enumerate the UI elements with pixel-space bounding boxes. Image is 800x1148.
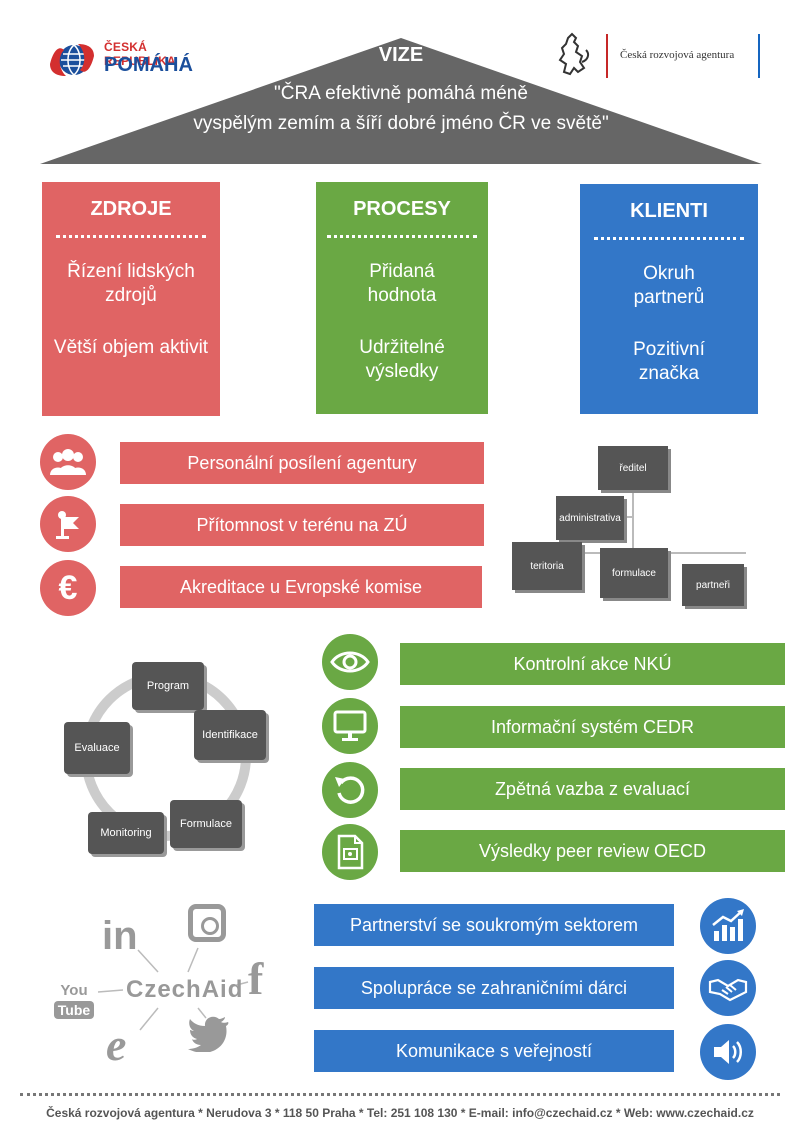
facebook-icon: f: [248, 953, 264, 1004]
bar-private-sector: Partnerství se soukromým sektorem: [314, 904, 674, 946]
bar-cedr: Informační systém CEDR: [400, 706, 785, 748]
logo-red-divider: [606, 34, 608, 78]
cycle-formulation: Formulace: [170, 800, 242, 848]
org-chart: ředitel administrativa teritoria formula…: [502, 440, 782, 620]
org-formulation: formulace: [600, 548, 668, 598]
ceska-republika-pomaha-logo: ČESKÁ REPUBLIKA POMÁHÁ: [36, 32, 196, 92]
pillar-klienti: KLIENTI Okruh partnerů Pozitivní značka: [580, 184, 758, 414]
dotted-divider: [594, 237, 744, 240]
document-icon: [322, 824, 378, 880]
youtube-top-text: You: [60, 982, 88, 999]
people-icon: [40, 434, 96, 490]
globe-hands-icon: [50, 44, 94, 76]
pillar-item: Okruh partnerů: [633, 263, 705, 308]
handshake-icon: [700, 960, 756, 1016]
org-administration: administrativa: [556, 496, 624, 540]
pillar-zdroje: ZDROJE Řízení lidských zdrojů Větší obje…: [42, 182, 220, 416]
org-partners: partneři: [682, 564, 744, 606]
pillar-item: Udržitelné výsledky: [359, 337, 445, 382]
cycle-monitoring: Monitoring: [88, 812, 164, 854]
social-media-cluster: in CzechAid f You Tube e: [48, 900, 288, 1080]
brand-bottom-text: POMÁHÁ: [104, 54, 193, 76]
twitter-icon: [188, 1016, 229, 1052]
vision-roof: [40, 38, 762, 164]
pillar-title: KLIENTI: [630, 200, 708, 222]
footer-contact: Česká rozvojová agentura * Nerudova 3 * …: [46, 1106, 754, 1120]
brand-top-text: ČESKÁ REPUBLIKA: [104, 40, 176, 68]
pillar-item: Přidaná hodnota: [367, 261, 437, 306]
speaker-icon: [700, 1024, 756, 1080]
pillar-title: PROCESY: [353, 198, 451, 220]
pillar-item: Větší objem aktivit: [53, 337, 209, 358]
flag-icon: [40, 496, 96, 552]
bar-presence: Přítomnost v terénu na ZÚ: [120, 504, 484, 546]
bar-peer-review: Výsledky peer review OECD: [400, 830, 785, 872]
dotted-divider: [56, 235, 206, 238]
pillar-procesy: PROCESY Přidaná hodnota Udržitelné výsle…: [316, 182, 488, 414]
agency-name: Česká rozvojová agentura: [620, 49, 735, 61]
instagram-icon: [188, 904, 226, 942]
youtube-bottom-text: Tube: [54, 1001, 94, 1019]
cycle-program: Program: [132, 662, 204, 710]
cycle-evaluation: Evaluace: [64, 722, 130, 774]
lion-emblem-icon: [558, 32, 590, 76]
org-territories: teritoria: [512, 542, 582, 590]
bar-accreditation: Akreditace u Evropské komise: [120, 566, 482, 608]
linkedin-icon: in: [102, 914, 138, 958]
project-cycle: Program Identifikace Formulace Monitorin…: [50, 650, 270, 860]
chart-icon: [700, 898, 756, 954]
czechaid-text: CzechAid: [126, 976, 244, 1003]
logo-blue-divider: [758, 34, 760, 78]
bar-public-communication: Komunikace s veřejností: [314, 1030, 674, 1072]
refresh-icon: [322, 762, 378, 818]
pillar-item: Řízení lidských zdrojů: [67, 261, 195, 306]
bar-nku: Kontrolní akce NKÚ: [400, 643, 785, 685]
cycle-identification: Identifikace: [194, 710, 266, 760]
euro-icon: €: [40, 560, 96, 616]
vision-title: VIZE: [378, 44, 424, 66]
org-director: ředitel: [598, 446, 668, 490]
bar-evaluations: Zpětná vazba z evaluací: [400, 768, 785, 810]
ie-icon: e: [106, 1019, 127, 1070]
footer-divider: [20, 1093, 780, 1096]
dotted-divider: [327, 235, 477, 238]
bar-personal: Personální posílení agentury: [120, 442, 484, 484]
czech-development-agency-logo: Česká rozvojová agentura: [548, 32, 768, 82]
vision-line-1: "ČRA efektivně pomáhá méně: [274, 83, 528, 104]
eye-icon: [322, 634, 378, 690]
vision-block: VIZE "ČRA efektivně pomáhá méně vyspělým…: [40, 44, 762, 139]
youtube-icon: You Tube: [54, 982, 94, 1019]
monitor-icon: [322, 698, 378, 754]
pillar-title: ZDROJE: [90, 198, 172, 220]
pillar-item: Pozitivní značka: [633, 339, 705, 384]
vision-line-2: vyspělým zemím a šíří dobré jméno ČR ve …: [193, 113, 609, 134]
bar-foreign-donors: Spolupráce se zahraničními dárci: [314, 967, 674, 1009]
